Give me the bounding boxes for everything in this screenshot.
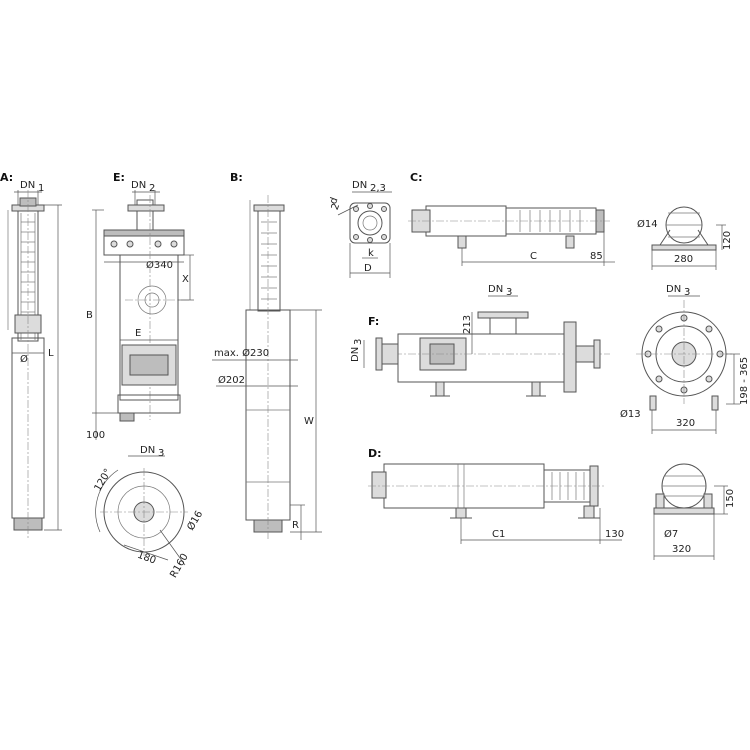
b-label: B (86, 310, 93, 321)
d-label: D (364, 263, 372, 274)
d14-label: Ø14 (637, 218, 658, 230)
cradle-leg-l (659, 229, 671, 246)
d213-label: 213 (462, 315, 473, 334)
view-c-label: C: (410, 171, 422, 184)
inner-flange-circle (137, 285, 167, 315)
d85-label: 85 (590, 251, 603, 262)
flange-bore-inner (362, 215, 378, 231)
d2-sub: 2 (330, 202, 343, 212)
discharge-flange-e (127, 204, 165, 212)
outlet-flange-f (593, 339, 601, 369)
c1-label: C1 (492, 529, 505, 540)
stage-ribs-b (261, 221, 277, 300)
r-label: R (292, 520, 299, 531)
foot-c-1 (457, 235, 467, 249)
dn1-sub: 1 (38, 183, 44, 194)
d120-label: 120 (722, 231, 733, 250)
d202-label: Ø202 (218, 374, 245, 386)
dn3-fleft-label: DN (350, 347, 361, 362)
pressure-tank-e (119, 254, 179, 401)
w-label: W (304, 416, 314, 427)
d130-label: 130 (605, 529, 624, 540)
c-label: C (530, 251, 537, 262)
dn3-e-sub: 3 (158, 448, 164, 459)
dn2-sub: 2 (149, 183, 155, 194)
d180-label: 180 (136, 550, 158, 567)
r160-leader (159, 529, 186, 566)
top-flange-f (477, 311, 529, 319)
inlet-foot-e (119, 412, 135, 422)
x-label: X (182, 274, 189, 285)
flange-holes (353, 203, 387, 243)
d2-label: d (328, 196, 341, 206)
e-label: E (135, 328, 141, 339)
end-flange-f (563, 321, 577, 393)
feet-f (430, 381, 546, 397)
dn3-f-sub: 3 (506, 287, 512, 298)
dn23-sub: 2,3 (370, 183, 386, 194)
flange-bore (357, 210, 383, 236)
view-f-label: F: (368, 315, 379, 328)
d7-label: Ø7 (664, 528, 678, 540)
end-flange-bolts (644, 314, 724, 394)
dn1-label: DN (20, 180, 35, 191)
flange-detail: DN 2,3 d 2 k D (328, 180, 392, 278)
motor-end-d (371, 471, 387, 499)
foot-c-2 (565, 235, 575, 249)
view-c: C: C 85 (408, 171, 615, 266)
d320a-label: 320 (676, 418, 695, 429)
view-f: F: DN 3 213 DN 3 (350, 284, 610, 397)
phi-label: Ø (20, 353, 28, 365)
d100-label: 100 (86, 430, 105, 441)
d280-label: 280 (674, 254, 693, 265)
angle-arc (95, 469, 119, 533)
cradle-d-leg-r (703, 493, 713, 509)
pump-stages-b (257, 210, 281, 312)
cradle-d (653, 507, 715, 515)
end-foot-l (649, 395, 657, 411)
dn3-r-label: DN (666, 284, 681, 295)
view-a: A: DN 1 Ø (0, 171, 62, 540)
k-label: k (368, 248, 374, 259)
r160-label: R160 (168, 552, 191, 580)
d180-dim (123, 544, 169, 561)
outlet-nozzle-f (575, 345, 595, 363)
view-d: D: C1 130 (368, 447, 624, 544)
cradle-c (651, 244, 717, 251)
end-view-f: DN 3 198 - 365 Ø13 320 (620, 284, 750, 434)
view-e-label: E: (113, 171, 125, 184)
view-b: B: max. Ø230 Ø202 W R (212, 171, 322, 540)
view-d-label: D: (368, 447, 382, 460)
tank-top-plate (103, 229, 185, 237)
inlet-flange-f (375, 337, 383, 371)
view-e: E: DN 2 Ø340 X (86, 171, 205, 580)
d198-label: 198 - 365 (739, 357, 750, 405)
view-a-label: A: (0, 171, 13, 184)
cradle-d-leg-l (655, 493, 665, 509)
end-view-c: Ø14 120 280 (637, 206, 733, 270)
max230-label: max. Ø230 (214, 347, 269, 359)
dn2-label: DN (131, 180, 146, 191)
tank-foot-e (117, 394, 181, 414)
view-b-label: B: (230, 171, 243, 184)
dn3-f-label: DN (488, 284, 503, 295)
discharge-flange-b (253, 204, 285, 212)
d150-label: 150 (725, 489, 736, 508)
dn3-e-label: DN (140, 445, 155, 456)
top-nozzle-f (489, 317, 517, 335)
dn3-r-sub: 3 (684, 287, 690, 298)
d320b-label: 320 (672, 544, 691, 555)
flange-bolts (110, 240, 178, 248)
d13-label: Ø13 (620, 408, 641, 420)
dn3-fleft-sub: 3 (353, 339, 364, 345)
motor-core-e (129, 354, 169, 376)
dn23-label: DN (352, 180, 367, 191)
end-foot-r (711, 395, 719, 411)
end-view-d: 150 Ø7 320 (653, 463, 736, 560)
l-label: L (48, 348, 54, 359)
inlet-nozzle-f (379, 343, 399, 365)
cradle-leg-r (697, 229, 709, 246)
